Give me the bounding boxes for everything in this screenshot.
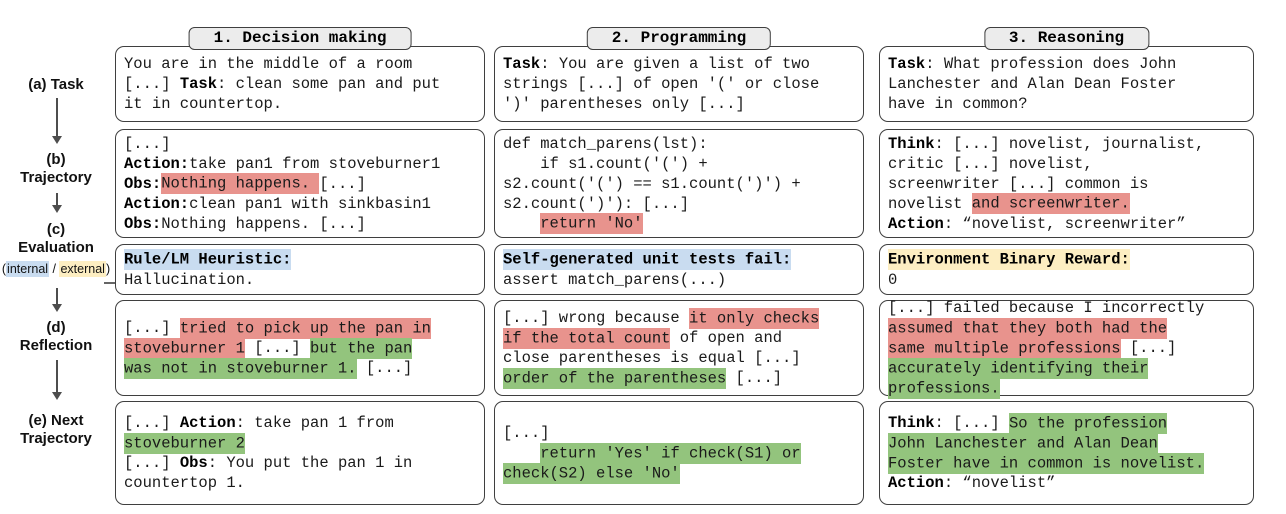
- label-next-line1: (e) Next: [0, 412, 112, 430]
- evaluation-box: Rule/LM Heuristic: Hallucination.: [115, 244, 485, 295]
- reflection-text: [...] tried to pick up the pan in stoveb…: [124, 317, 431, 379]
- arrow-down-icon: [52, 360, 62, 400]
- label-next-trajectory-text: Trajectory: [20, 430, 92, 447]
- task-text: Task: You are given a list of two string…: [503, 55, 820, 113]
- arrow-down-icon: [52, 193, 62, 213]
- trajectory-text: [...] Action:take pan1 from stoveburner1…: [124, 134, 441, 233]
- column-reasoning: 3. Reasoning Task: What profession does …: [879, 0, 1254, 514]
- column-decision-making: 1. Decision making You are in the middle…: [115, 0, 485, 514]
- note-open-paren: (: [1, 262, 7, 276]
- label-reflection: (d)Reflection: [0, 319, 112, 355]
- next-trajectory-box: Think: [...] So the profession John Lanc…: [879, 401, 1254, 505]
- next-trajectory-text: [...] return 'Yes' if check(S1) or check…: [503, 424, 801, 484]
- next-trajectory-box: [...] Action: take pan 1 from stoveburne…: [115, 401, 485, 505]
- evaluation-internal-external-note: (internal / external): [0, 261, 112, 277]
- task-text: You are in the middle of a room [...] Ta…: [124, 55, 441, 113]
- label-trajectory-text: Trajectory: [20, 169, 92, 186]
- label-next-text: Next: [50, 412, 84, 429]
- trajectory-text: def match_parens(lst): if s1.count('(') …: [503, 134, 801, 234]
- next-trajectory-text: Think: [...] So the profession John Lanc…: [888, 412, 1205, 492]
- tab-reasoning: 3. Reasoning: [983, 27, 1150, 50]
- label-next-prefix: (e): [28, 412, 51, 429]
- column-programming: 2. Programming Task: You are given a lis…: [494, 0, 864, 514]
- evaluation-box: Self-generated unit tests fail: assert m…: [494, 244, 864, 295]
- label-task: (a) Task: [0, 76, 112, 94]
- note-slash: /: [49, 262, 60, 276]
- task-text: Task: What profession does John Lanchest…: [888, 55, 1177, 113]
- tab-decision-making: 1. Decision making: [188, 27, 412, 50]
- task-box: Task: You are given a list of two string…: [494, 46, 864, 122]
- label-evaluation-text: Evaluation: [18, 239, 94, 256]
- label-task-text: Task: [50, 76, 84, 93]
- reflection-text: [...] failed because I incorrectly assum…: [888, 299, 1205, 399]
- tab-label: 1. Decision making: [213, 29, 387, 47]
- label-evaluation: (c)Evaluation: [0, 221, 112, 257]
- reflection-box: [...] failed because I incorrectly assum…: [879, 299, 1254, 399]
- reflection-box: [...] tried to pick up the pan in stoveb…: [115, 300, 485, 396]
- note-close-paren: ): [105, 262, 111, 276]
- label-trajectory-prefix: (b): [46, 151, 66, 168]
- connector-line: [104, 282, 116, 284]
- trajectory-box: def match_parens(lst): if s1.count('(') …: [494, 129, 864, 238]
- process-rail: (a) Task (b)Trajectory (c)Evaluation (in…: [0, 0, 116, 514]
- reflection-box: [...] wrong because it only checks if th…: [494, 300, 864, 396]
- task-box: You are in the middle of a room [...] Ta…: [115, 46, 485, 122]
- arrow-down-icon: [52, 288, 62, 312]
- task-box: Task: What profession does John Lanchest…: [879, 46, 1254, 122]
- trajectory-box: [...] Action:take pan1 from stoveburner1…: [115, 129, 485, 238]
- evaluation-box: Environment Binary Reward: 0: [879, 244, 1254, 295]
- evaluation-text: Environment Binary Reward: 0: [888, 249, 1130, 289]
- next-trajectory-text: [...] Action: take pan 1 from stoveburne…: [124, 414, 413, 492]
- tab-label: 2. Programming: [611, 29, 747, 47]
- tab-label: 3. Reasoning: [1008, 29, 1125, 47]
- note-external: external: [59, 261, 106, 277]
- reflection-text: [...] wrong because it only checks if th…: [503, 307, 820, 389]
- label-trajectory: (b)Trajectory: [0, 151, 112, 187]
- trajectory-box: Think: [...] novelist, journalist, criti…: [879, 129, 1254, 238]
- arrow-down-icon: [52, 98, 62, 144]
- evaluation-text: Self-generated unit tests fail: assert m…: [503, 249, 792, 289]
- label-reflection-prefix: (d): [46, 319, 66, 336]
- label-reflection-text: Reflection: [19, 337, 93, 354]
- evaluation-text: Rule/LM Heuristic: Hallucination.: [124, 249, 292, 289]
- label-task-prefix: (a): [28, 76, 51, 93]
- trajectory-text: Think: [...] novelist, journalist, criti…: [888, 134, 1205, 233]
- note-internal: internal: [6, 261, 50, 277]
- next-trajectory-box: [...] return 'Yes' if check(S1) or check…: [494, 401, 864, 505]
- label-evaluation-prefix: (c): [46, 221, 66, 238]
- tab-programming: 2. Programming: [586, 27, 772, 50]
